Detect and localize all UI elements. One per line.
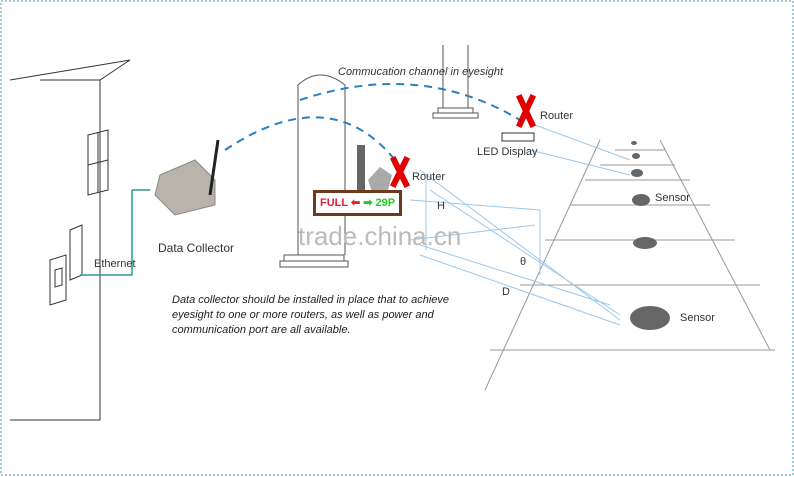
x-mark-icon [516, 94, 536, 128]
channel-label: Commucation channel in eyesight [338, 66, 504, 78]
sign-full: FULL [320, 197, 348, 209]
led-display-label: LED Display [477, 146, 538, 158]
communication-channel [224, 83, 521, 161]
watermark: trade.china.cn [298, 221, 462, 251]
sign-count: 29P [375, 197, 396, 209]
d-label: D [502, 286, 510, 298]
h-label: H [437, 200, 445, 212]
installation-note: Data collector should be installed in pl… [172, 294, 450, 336]
theta-label: θ [520, 256, 527, 268]
data-collector-device [154, 139, 220, 216]
sensors [630, 141, 670, 330]
led-sign: FULL ⬅ ➡ 29P [313, 190, 403, 216]
x-mark-icon [389, 155, 411, 189]
building [9, 59, 131, 421]
arrow-left-icon: ⬅ [350, 197, 361, 209]
ethernet-label: Ethernet [94, 258, 136, 270]
sensor-label-1: Sensor [655, 192, 690, 204]
sensor-beams [409, 124, 631, 326]
ethernet-cable [80, 189, 150, 276]
router-label-1: Router [540, 110, 574, 122]
sign-post [357, 145, 365, 190]
router-label-2: Router [412, 171, 446, 183]
router-device [368, 167, 392, 192]
arrow-right-icon: ➡ [363, 197, 373, 209]
data-collector-label: Data Collector [158, 241, 235, 255]
sensor-label-2: Sensor [680, 312, 715, 324]
pole-top [432, 45, 479, 119]
led-display-device [501, 132, 535, 142]
parking-lanes [484, 139, 775, 391]
pillar [279, 74, 349, 268]
